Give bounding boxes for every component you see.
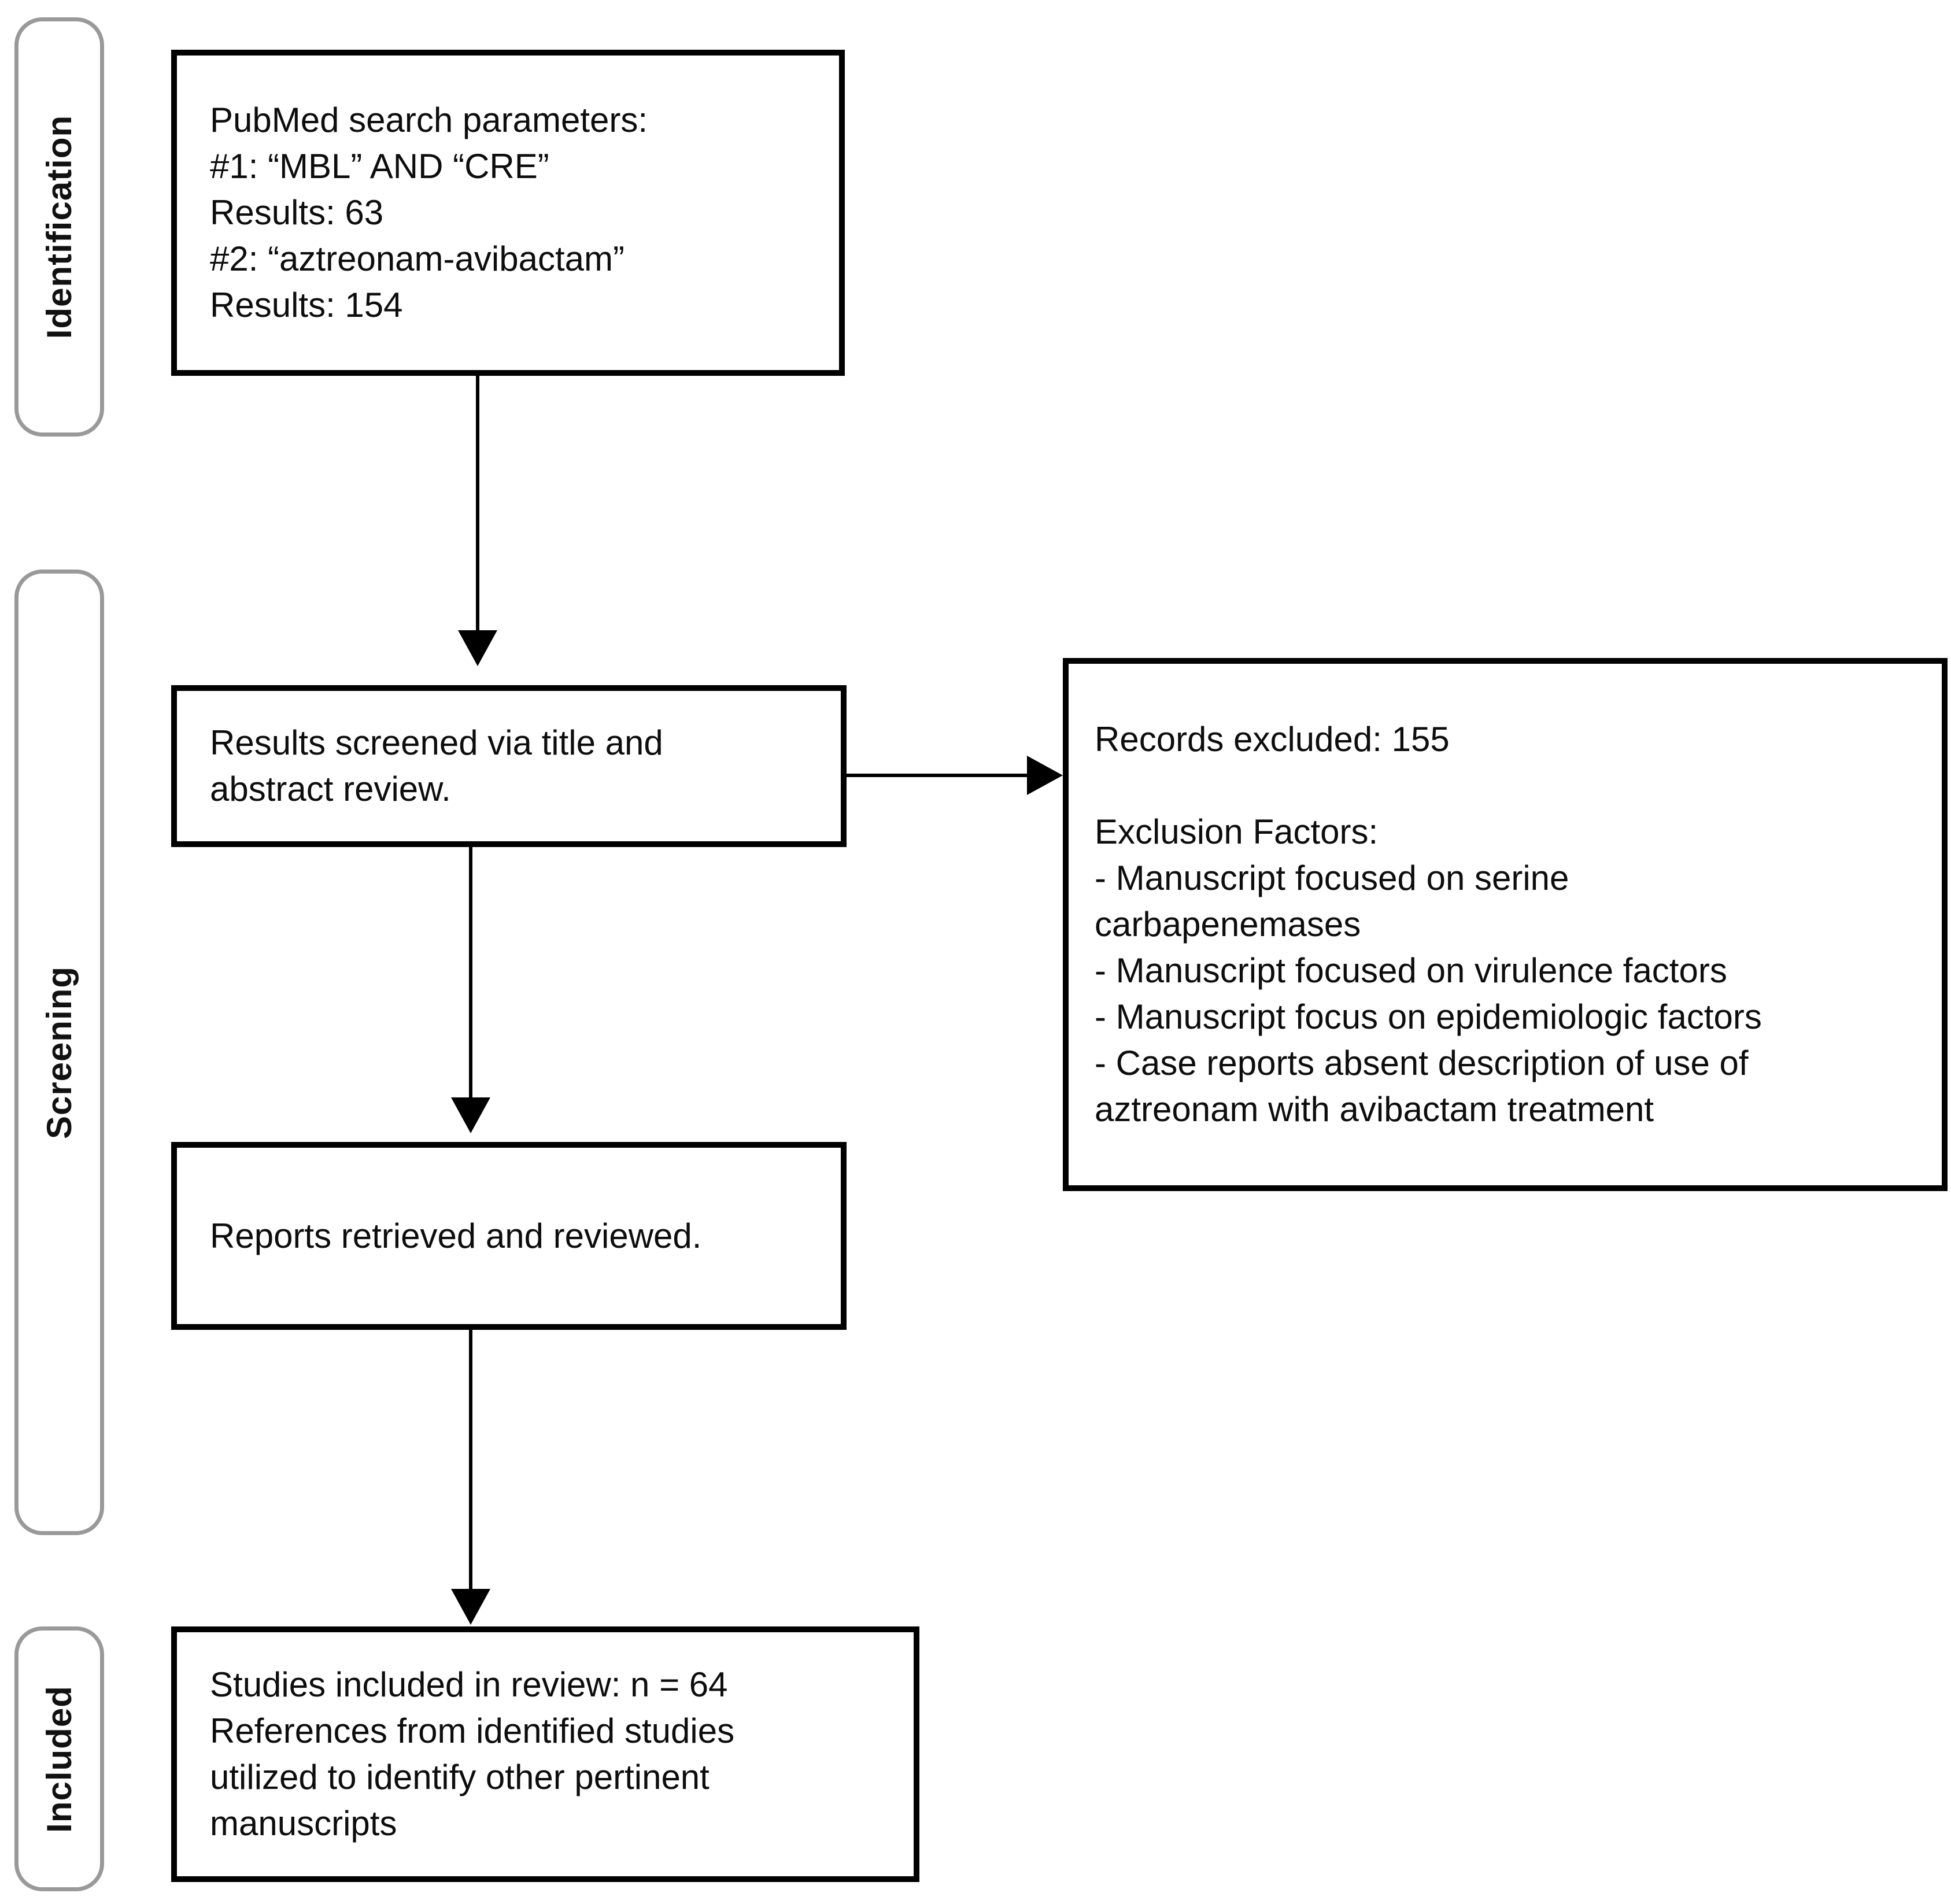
- search-parameters-line: #1: “MBL” AND “CRE”: [210, 147, 549, 186]
- records-excluded-line: Exclusion Factors:: [1095, 812, 1379, 851]
- results-screened-line: abstract review.: [210, 770, 451, 808]
- records-excluded-line: - Case reports absent description of use…: [1095, 1044, 1749, 1082]
- records-excluded-line: aztreonam with avibactam treatment: [1095, 1090, 1654, 1129]
- records-excluded-box: Records excluded: 155 Exclusion Factors:…: [1063, 658, 1948, 1191]
- included-label-text: Included: [40, 1685, 79, 1833]
- records-excluded-line: carbapenemases: [1095, 905, 1361, 944]
- studies-included-line: utilized to identify other pertinent: [210, 1758, 710, 1796]
- stage-label-included: Included: [14, 1626, 104, 1891]
- studies-included-box: Studies included in review: n = 64 Refer…: [171, 1626, 919, 1882]
- results-screened-box: Results screened via title and abstract …: [171, 685, 847, 847]
- stage-label-screening: Screening: [14, 570, 104, 1535]
- studies-included-line: Studies included in review: n = 64: [210, 1665, 728, 1704]
- arrow-search-to-screened: [458, 376, 497, 666]
- arrow-screened-to-excluded: [847, 756, 1063, 795]
- reports-retrieved-line: Reports retrieved and reviewed.: [210, 1216, 702, 1255]
- screening-label-text: Screening: [40, 966, 79, 1139]
- records-excluded-line: - Manuscript focused on virulence factor…: [1095, 951, 1727, 990]
- arrow-screened-to-retrieved: [451, 847, 490, 1133]
- studies-included-line: manuscripts: [210, 1804, 397, 1843]
- search-parameters-box: PubMed search parameters: #1: “MBL” AND …: [171, 50, 845, 376]
- records-excluded-line: Records excluded: 155: [1095, 720, 1450, 759]
- identification-label-text: Identification: [40, 114, 79, 339]
- stage-label-identification: Identification: [14, 17, 104, 437]
- search-parameters-line: Results: 154: [210, 286, 403, 324]
- records-excluded-line: - Manuscript focused on serine: [1095, 859, 1569, 897]
- records-excluded-line: [1095, 763, 1930, 809]
- reports-retrieved-box: Reports retrieved and reviewed.: [171, 1142, 847, 1330]
- results-screened-line: Results screened via title and: [210, 723, 663, 762]
- search-parameters-line: PubMed search parameters:: [210, 101, 648, 139]
- studies-included-line: References from identified studies: [210, 1711, 735, 1750]
- arrow-retrieved-to-included: [451, 1330, 490, 1625]
- records-excluded-line: - Manuscript focus on epidemiologic fact…: [1095, 997, 1762, 1036]
- search-parameters-line: #2: “aztreonam-avibactam”: [210, 239, 625, 278]
- search-parameters-line: Results: 63: [210, 193, 384, 232]
